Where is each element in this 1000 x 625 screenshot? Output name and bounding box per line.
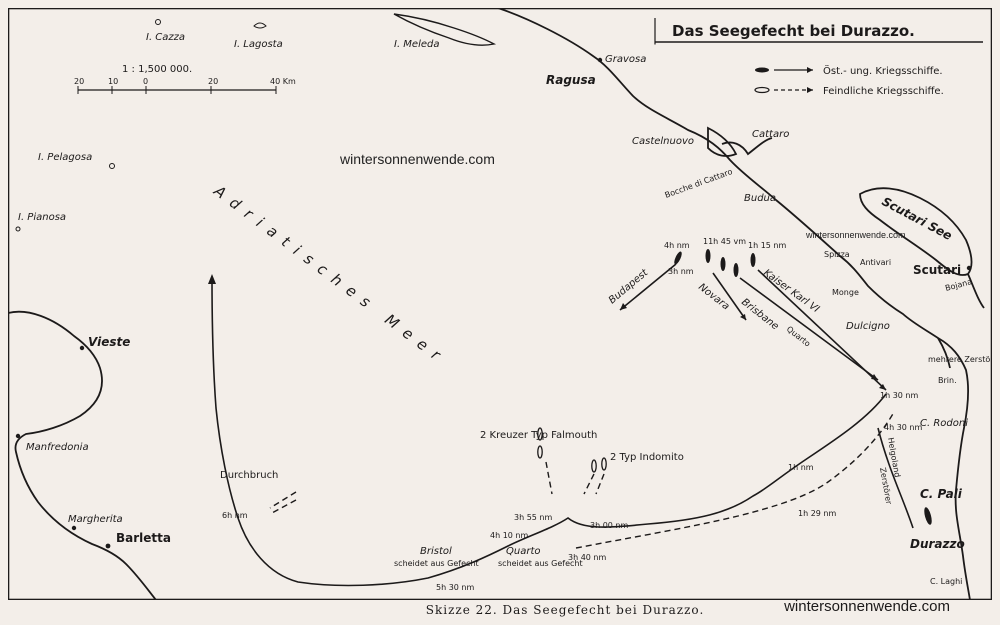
place-vieste: Vieste (88, 335, 130, 349)
place-bojana: Bojana (944, 277, 973, 293)
place-scutari: Scutari (913, 263, 961, 277)
place-spizza: Spizza (824, 250, 850, 259)
island-pelagosa: I. Pelagosa (38, 152, 92, 163)
enemy-ships (269, 411, 895, 549)
place-pali: C. Pali (920, 487, 963, 501)
time-t2: 11h 45 vm (703, 237, 746, 246)
ship-indomito: 2 Typ Indomito (610, 452, 684, 463)
place-castelnuovo: Castelnuovo (632, 136, 694, 147)
place-monge: Monge (832, 288, 859, 297)
coastlines (7, 7, 985, 601)
own-ships (674, 249, 932, 525)
time-t8: 1h 29 nm (798, 509, 836, 518)
island-meleda: I. Meleda (394, 39, 440, 50)
place-labels: Gravosa Ragusa Castelnuovo Cattaro Bocch… (15, 54, 973, 586)
ship-kreuzer: 2 Kreuzer Typ Falmouth (480, 430, 597, 441)
time-t12: 3h 40 nm (568, 553, 606, 562)
map-frame: Das Seegefecht bei Durazzo. Öst.- ung. K… (7, 7, 1000, 601)
ship-kaiser-karl: Kaiser Karl VI (761, 268, 821, 316)
ship-bristol-note: scheidet aus Gefecht (394, 559, 479, 568)
ship-zerstoerer: Zerstörer (878, 467, 893, 506)
scale-tick-4: 40 Km (270, 77, 296, 86)
time-t14: 6h nm (222, 511, 248, 520)
place-dulcigno: Dulcigno (846, 321, 890, 332)
place-margherita: Margherita (68, 514, 123, 525)
caption-text: Skizze 22. Das Seegefecht bei Durazzo. (425, 603, 705, 617)
island-cazza: I. Cazza (146, 32, 185, 43)
ship-novara: Novara (696, 282, 731, 313)
scale-bar: 1 : 1,500 000. 20 10 0 20 40 Km (74, 64, 296, 94)
time-t10: 4h 10 nm (490, 531, 528, 540)
watermark-main: wintersonnenwende.com (339, 151, 495, 167)
place-manfredonia: Manfredonia (26, 442, 89, 453)
island-lagosta: I. Lagosta (234, 39, 283, 50)
place-cattaro: Cattaro (752, 129, 789, 140)
time-t11: 3h 00 nm (590, 521, 628, 530)
ship-brisbane: Brisbane (739, 297, 780, 333)
place-brin: Brin. (938, 376, 957, 385)
map-svg: Das Seegefecht bei Durazzo. Öst.- ung. K… (7, 7, 1000, 601)
time-t13: 4h 30 nm (884, 423, 922, 432)
time-t6: 5h 30 nm (436, 583, 474, 592)
map-title: Das Seegefecht bei Durazzo. (672, 22, 915, 40)
watermark-footer: wintersonnenwende.com (784, 598, 950, 615)
place-rodoni: C. Rodoni (920, 418, 968, 429)
time-t3: 1h 15 nm (748, 241, 786, 250)
legend-enemy-label: Feindliche Kriegsschiffe. (823, 86, 944, 97)
place-antivari: Antivari (860, 258, 891, 267)
time-t1: 4h nm (664, 241, 690, 250)
legend-own-label: Öst.- ung. Kriegsschiffe. (823, 64, 943, 77)
islands: I. Cazza I. Lagosta I. Meleda I. Pelagos… (15, 13, 497, 232)
caption: Skizze 22. Das Seegefecht bei Durazzo. (0, 603, 1000, 617)
ship-quarto: Quarto (506, 546, 541, 557)
place-durazzo: Durazzo (910, 537, 965, 551)
scale-tick-3: 20 (208, 77, 218, 86)
legend-own-ship-icon (755, 67, 769, 73)
place-gravosa: Gravosa (605, 54, 646, 65)
event-durchbruch: Durchbruch (220, 470, 278, 481)
scale-ratio: 1 : 1,500 000. (122, 64, 192, 75)
place-bocche: Bocche di Cattaro (664, 167, 734, 200)
time-t9: 3h 55 nm (514, 513, 552, 522)
place-laghi: C. Laghi (930, 577, 962, 586)
ship-quarto-note: scheidet aus Gefecht (498, 559, 583, 568)
place-barletta: Barletta (116, 531, 171, 545)
time-t7: 1h nm (788, 463, 814, 472)
scale-tick-1: 10 (108, 77, 118, 86)
scutari-lake (859, 187, 973, 276)
island-pianosa: I. Pianosa (18, 212, 66, 223)
ship-budapest: Budapest (607, 267, 651, 307)
ship-bristol: Bristol (420, 546, 452, 557)
legend: Öst.- ung. Kriegsschiffe. Feindliche Kri… (754, 64, 944, 97)
time-t4: 3h nm (668, 267, 694, 276)
place-ragusa: Ragusa (546, 73, 596, 87)
place-budua: Budua (744, 193, 776, 204)
watermark-small: wintersonnenwende.com (805, 230, 906, 240)
title-box: Das Seegefecht bei Durazzo. (654, 18, 983, 45)
sea-label: Adriatisches Meer (210, 181, 451, 369)
legend-enemy-ship-icon (754, 86, 770, 94)
time-t5: 1h 30 nm (880, 391, 918, 400)
scale-tick-2: 0 (143, 77, 148, 86)
time-labels: 4h nm 11h 45 vm 1h 15 nm 3h nm 1h 30 nm … (222, 237, 922, 592)
routes (208, 263, 914, 587)
ship-mehrere: mehrere Zerstörer (928, 355, 992, 364)
scale-tick-0: 20 (74, 77, 84, 86)
